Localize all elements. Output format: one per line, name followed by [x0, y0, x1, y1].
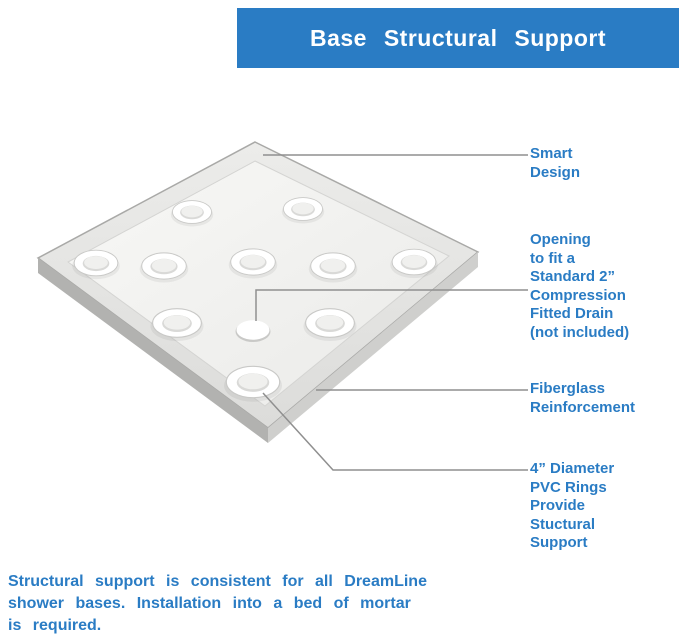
pvc-ring	[302, 308, 358, 342]
callout-line: Fiberglass	[530, 380, 606, 397]
callout-line: Smart	[530, 145, 573, 162]
footer-line: Structural support is consistent for all…	[8, 573, 427, 590]
callout-line: Provide	[530, 497, 586, 514]
pvc-ring	[170, 200, 214, 227]
leader-line-drain-opening	[255, 289, 528, 321]
callout-line: 4” Diameter	[530, 460, 615, 477]
callout-line: Fitted Drain	[530, 305, 614, 322]
callout-line: (not included)	[530, 323, 630, 341]
base-left-wall	[38, 258, 268, 443]
leader-lines	[255, 154, 528, 471]
pvc-ring	[149, 308, 205, 342]
callout-line: Reinforcement	[530, 398, 636, 416]
header-banner: Base Structural Support	[237, 8, 679, 68]
footer-line: is required.	[8, 617, 102, 634]
callout-pvc-rings: 4” Diameter PVC Rings Provide Stuctural …	[530, 460, 679, 553]
base-right-wall	[268, 252, 478, 443]
callout-line: to fit a	[530, 249, 575, 267]
base-floor	[67, 160, 450, 407]
callout-smart-design: Smart Design	[530, 145, 679, 182]
callout-drain-opening: Opening to fit a Standard 2” Compression…	[530, 231, 679, 342]
pvc-ring	[139, 252, 189, 283]
callout-line: Support	[530, 534, 588, 551]
callout-line: PVC Rings	[530, 478, 607, 496]
drain-opening-hole	[235, 320, 271, 342]
drain-hole	[236, 320, 270, 340]
pvc-ring	[223, 365, 283, 403]
pvc-ring	[308, 252, 358, 283]
footer-note: Structural support is consistent for all…	[8, 571, 528, 637]
header-title: Base Structural Support	[309, 24, 607, 51]
callout-line: Compression	[530, 286, 626, 304]
pvc-ring	[228, 248, 278, 279]
callout-line: Opening	[530, 231, 591, 248]
shower-base-tray	[36, 141, 480, 443]
callout-line: Stuctural	[530, 515, 596, 533]
callout-fiberglass: Fiberglass Reinforcement	[530, 380, 679, 417]
callout-line: Standard 2”	[530, 268, 616, 285]
pvc-ring	[71, 249, 121, 280]
callout-line: Design	[530, 163, 581, 181]
footer-line: shower bases. Installation into a bed of…	[8, 595, 411, 612]
pvc-ring	[281, 197, 325, 224]
pvc-ring	[389, 248, 439, 279]
leader-line-pvc-rings	[262, 392, 528, 471]
